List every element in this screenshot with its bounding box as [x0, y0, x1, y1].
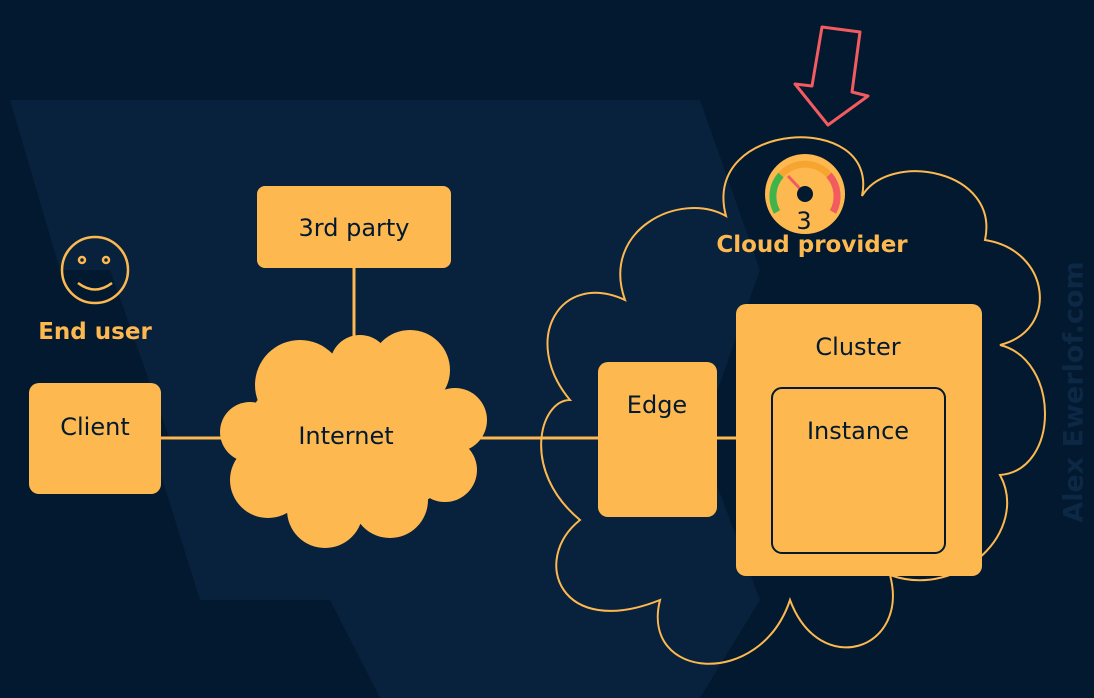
third-party-label: 3rd party: [299, 214, 410, 242]
gauge-value: 3: [796, 207, 811, 235]
internet-cloud: [220, 330, 487, 548]
client-label: Client: [60, 413, 129, 441]
gauge-icon: [765, 154, 845, 234]
watermark: Alex Ewerlof.com: [1058, 261, 1090, 523]
edge-box: [598, 362, 717, 517]
arrow-down-icon: [793, 25, 870, 127]
cloud-provider-label: Cloud provider: [716, 232, 908, 258]
smiley-face-icon: [60, 235, 130, 305]
edge-label: Edge: [627, 391, 687, 419]
cloud-provider-cloud: [540, 136, 1046, 665]
instance-label: Instance: [807, 417, 909, 445]
internet-label: Internet: [298, 422, 393, 450]
end-user-label: End user: [38, 319, 152, 345]
instance-box: [771, 387, 946, 554]
third-party-box: [257, 186, 451, 268]
cluster-label: Cluster: [815, 333, 900, 361]
client-box: [29, 383, 161, 494]
